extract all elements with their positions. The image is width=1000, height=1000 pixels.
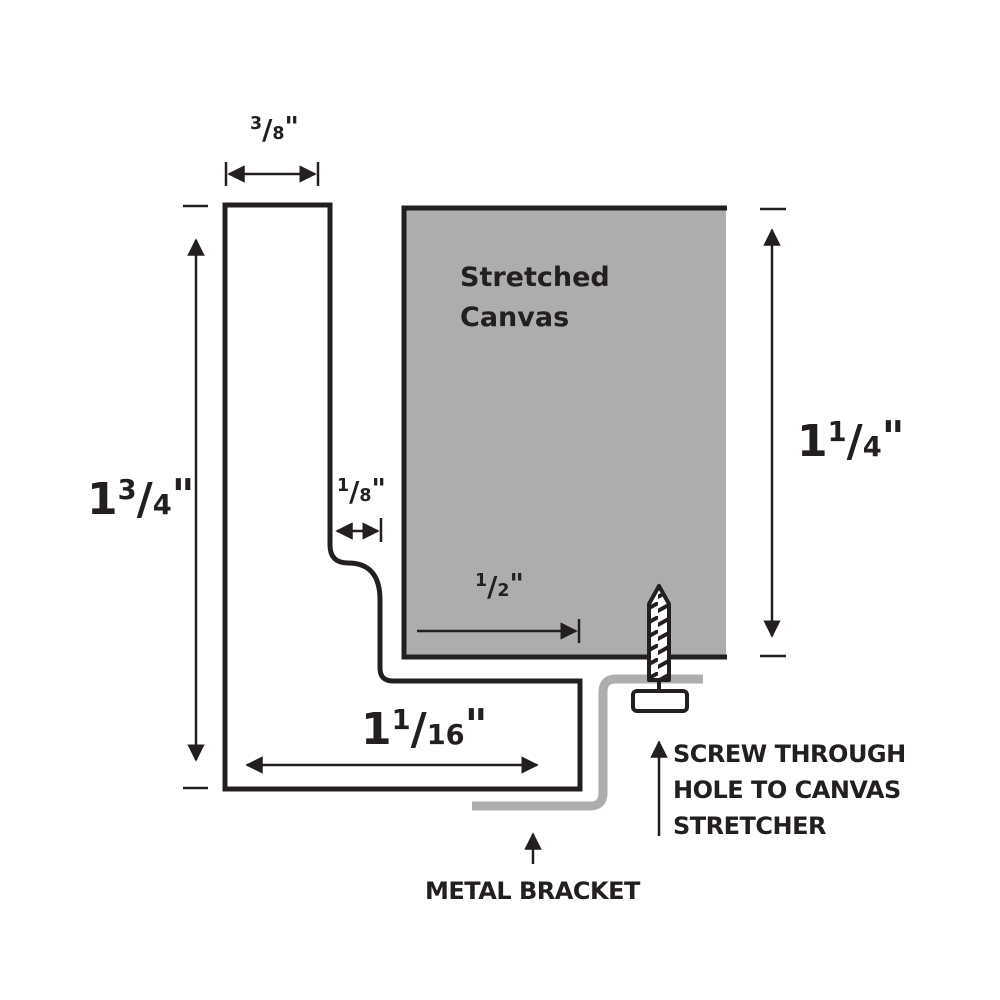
- dimension-gap: [335, 518, 383, 542]
- dimension-total-height: [183, 204, 208, 790]
- screw-callout-line2: HOLE TO CANVAS: [673, 776, 901, 804]
- canvas-outline: [401, 205, 727, 660]
- dimension-lip: [417, 619, 581, 643]
- screw-icon: [631, 584, 689, 713]
- canvas-label: Stretched Canvas: [460, 258, 610, 338]
- label-canvas-depth: 11/4": [797, 411, 905, 467]
- screw-callout-line1: SCREW THROUGH: [673, 740, 906, 768]
- label-lip: 1/2": [475, 567, 525, 603]
- bracket-callout-label: METAL BRACKET: [425, 877, 640, 905]
- label-top-width: 3/8": [250, 110, 300, 146]
- screw-callout: SCREW THROUGH HOLE TO CANVAS STRETCHER: [673, 736, 906, 844]
- frame-profile: [222, 202, 583, 792]
- label-gap: 1/8": [337, 472, 387, 508]
- dimension-top-width: [224, 162, 320, 186]
- screw-callout-line3: STRETCHER: [673, 812, 826, 840]
- metal-bracket: [472, 674, 703, 811]
- canvas-label-line2: Canvas: [460, 302, 570, 333]
- label-total-height: 13/4": [87, 469, 195, 525]
- canvas-label-line1: Stretched: [460, 262, 610, 293]
- label-bottom-width: 11/16": [361, 699, 488, 755]
- stretched-canvas: [404, 208, 726, 656]
- bracket-callout: METAL BRACKET: [425, 873, 640, 909]
- dimension-canvas-depth: [760, 207, 786, 658]
